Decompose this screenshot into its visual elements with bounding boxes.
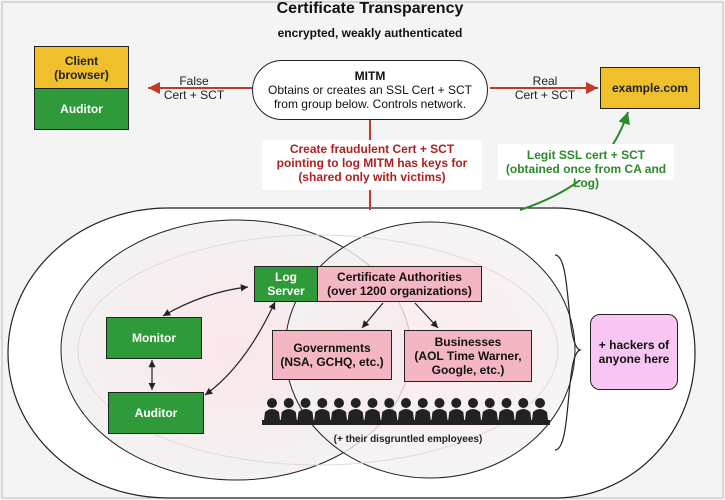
fraudulent-cert-note: Create fraudulent Cert + SCT pointing to… [262,140,482,190]
arrow-ca-to-gov [361,302,384,329]
person-silhouette [297,398,314,420]
employees-crowd [262,398,550,425]
arrow-monitor-log [162,284,249,317]
person-silhouette [448,398,465,420]
arrow-auditor-log [204,301,276,396]
person-silhouette [465,398,481,420]
legit-cert-note: Legit SSL cert + SCT (obtained once from… [498,144,674,190]
person-silhouette [347,398,364,420]
person-silhouette [515,398,532,420]
example-com-box: example.com [600,67,700,109]
arrow-ca-to-biz [414,302,439,329]
businesses-box: Businesses (AOL Time Warner, Google, etc… [404,330,532,382]
diagram-title: Certificate Transparency [276,0,464,17]
person-silhouette [398,398,414,420]
auditor-box: Auditor [108,392,204,434]
person-silhouette [532,398,548,420]
person-silhouette [414,398,431,420]
hackers-box: + hackers of anyone here [590,314,678,390]
person-silhouette [381,398,398,420]
real-cert-label: Real Cert + SCT [514,74,576,102]
employees-label: (+ their disgruntled employees) [333,434,483,445]
mitm-box: MITM Obtains or creates an SSL Cert + SC… [252,60,488,120]
person-silhouette [314,398,331,420]
false-cert-label: False Cert + SCT [163,74,225,102]
person-silhouette [431,398,448,420]
person-silhouette [280,398,297,420]
curly-brace [554,254,582,451]
governments-box: Governments (NSA, GCHQ, etc.) [272,330,392,380]
client-auditor-box: Auditor [34,88,129,130]
diagram-subtitle: encrypted, weakly authenticated [277,26,463,40]
inner-ring [77,234,559,466]
person-silhouette [264,398,280,420]
person-silhouette [331,398,347,420]
client-browser-box: Client (browser) [34,46,129,89]
crowd-base [262,420,550,425]
person-silhouette [481,398,498,420]
monitor-box: Monitor [106,317,202,359]
certificate-authorities-box: Certificate Authorities (over 1200 organ… [317,266,482,302]
mitm-title: MITM [354,69,386,83]
log-server-box: Log Server [254,266,318,302]
person-silhouette [498,398,515,420]
person-silhouette [364,398,381,420]
mitm-description: Obtains or creates an SSL Cert + SCT fro… [268,83,472,111]
